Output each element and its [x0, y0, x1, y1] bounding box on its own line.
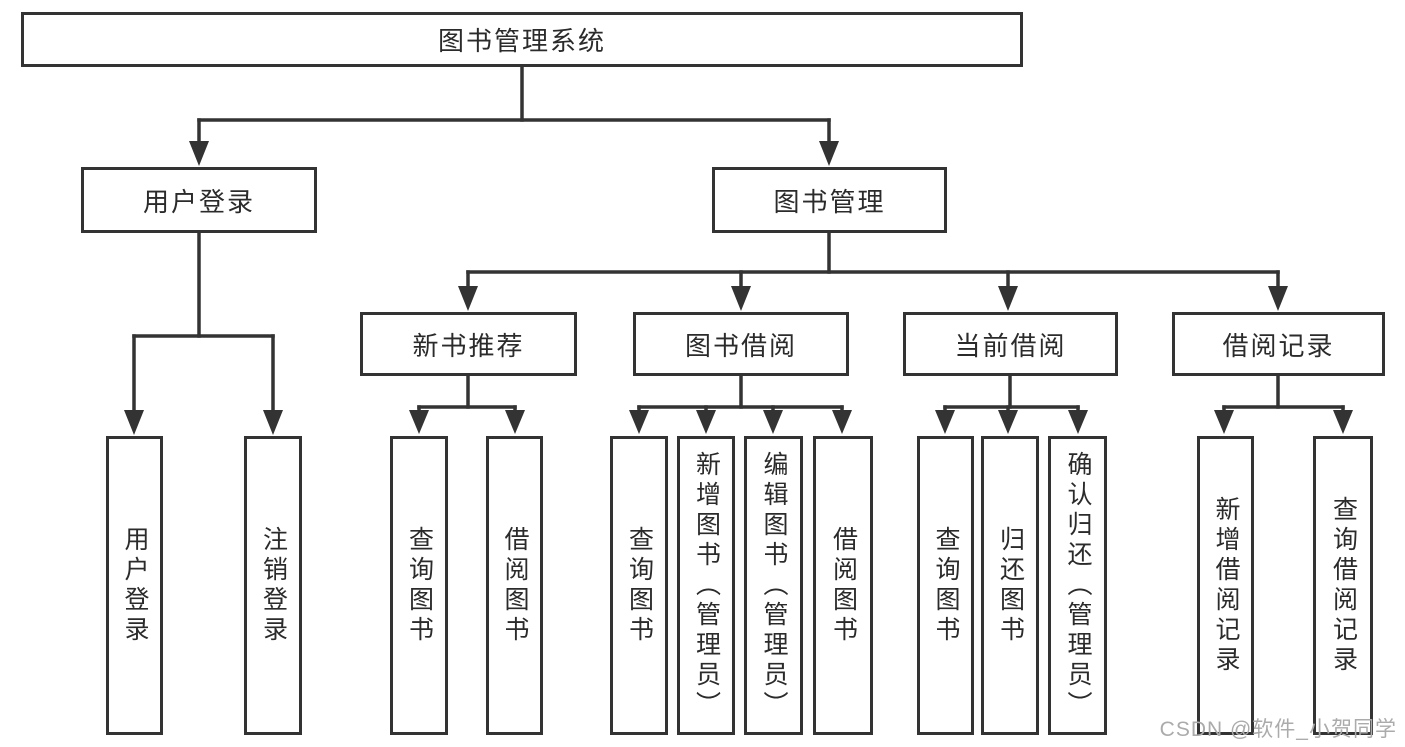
node-label: 图书管理	[773, 186, 886, 217]
node-label: 图书借阅	[684, 330, 797, 361]
leaf-label: 注销登录	[259, 525, 288, 646]
connector-current-borrowing-children	[935, 374, 1088, 434]
leaf-borrow-books-borrowing: 借阅图书	[813, 436, 873, 735]
node-library-management-system: 图书管理系统	[21, 12, 1023, 67]
leaf-confirm-return-admin: 确认归还（管理员）	[1048, 436, 1107, 735]
node-borrowing-records: 借阅记录	[1172, 312, 1385, 376]
node-label: 用户登录	[142, 186, 255, 217]
leaf-user-login: 用户登录	[106, 436, 163, 735]
leaf-label: 归还图书	[996, 525, 1025, 646]
leaf-add-borrow-record: 新增借阅记录	[1197, 436, 1254, 735]
leaf-query-borrow-record: 查询借阅记录	[1313, 436, 1373, 735]
connector-user-login-children	[124, 231, 283, 435]
leaf-query-books-current: 查询图书	[917, 436, 974, 735]
node-book-management: 图书管理	[712, 167, 947, 233]
leaf-label: 查询图书	[932, 525, 960, 646]
connector-root-to-level2	[189, 65, 839, 166]
leaf-label: 借阅图书	[829, 525, 858, 646]
watermark: CSDN @软件_小贺同学	[1159, 718, 1397, 741]
node-book-borrowing: 图书借阅	[633, 312, 849, 376]
leaf-label: 用户登录	[121, 525, 149, 646]
leaf-label: 新增图书（管理员）	[692, 450, 721, 721]
node-label: 借阅记录	[1222, 330, 1335, 361]
leaf-borrow-books-recommend: 借阅图书	[486, 436, 543, 735]
node-current-borrowing: 当前借阅	[903, 312, 1118, 376]
leaf-label: 查询图书	[625, 525, 654, 646]
leaf-label: 查询图书	[405, 525, 434, 646]
leaf-edit-book-admin: 编辑图书（管理员）	[744, 436, 803, 735]
connector-borrowing-records-children	[1214, 374, 1353, 434]
leaf-label: 借阅图书	[501, 525, 529, 646]
leaf-label: 确认归还（管理员）	[1064, 450, 1092, 721]
leaf-add-book-admin: 新增图书（管理员）	[677, 436, 735, 735]
node-user-login: 用户登录	[81, 167, 317, 233]
leaf-query-books-borrowing: 查询图书	[610, 436, 668, 735]
node-label: 图书管理系统	[437, 26, 606, 56]
connector-book-management-children	[458, 231, 1288, 311]
leaf-label: 新增借阅记录	[1212, 495, 1240, 676]
leaf-query-books-recommend: 查询图书	[390, 436, 448, 735]
leaf-return-books: 归还图书	[981, 436, 1039, 735]
leaf-label: 编辑图书（管理员）	[760, 450, 788, 721]
connector-new-book-recommendation-children	[409, 374, 525, 434]
node-label: 新书推荐	[412, 330, 525, 361]
leaf-label: 查询借阅记录	[1329, 495, 1358, 676]
node-new-book-recommendation: 新书推荐	[360, 312, 577, 376]
node-label: 当前借阅	[954, 330, 1067, 361]
connector-book-borrowing-children	[629, 374, 852, 434]
leaf-logout: 注销登录	[244, 436, 302, 735]
